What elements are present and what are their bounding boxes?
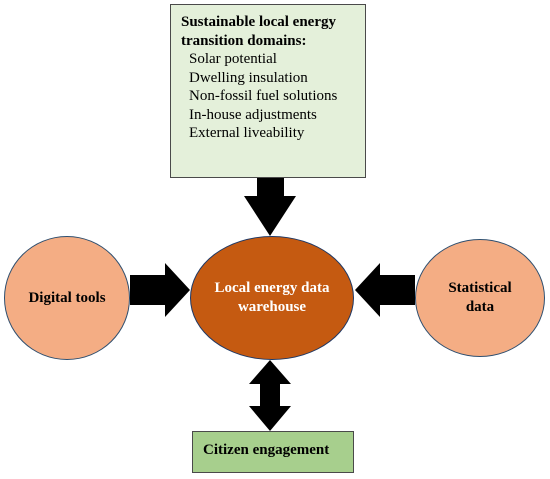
digital-tools-label: Digital tools (28, 289, 106, 306)
arrow-left-from-statistical-data (355, 263, 415, 317)
energy-domains-box: Sustainable local energy transition doma… (170, 4, 366, 178)
statistical-data-node: Statistical data (415, 239, 545, 357)
energy-domains-list: Solar potential Dwelling insulation Non-… (181, 50, 359, 143)
domain-item-non-fossil: Non-fossil fuel solutions (189, 88, 338, 104)
arrow-down-from-domains (244, 178, 296, 236)
domain-item-solar: Solar potential (189, 51, 277, 67)
warehouse-label: Local energy data warehouse (214, 280, 330, 315)
arrow-right-from-digital-tools (130, 263, 190, 317)
digital-tools-node: Digital tools (4, 236, 130, 360)
citizen-engagement-box: Citizen engagement (192, 431, 354, 473)
warehouse-node: Local energy data warehouse (190, 236, 354, 360)
domain-item-liveability: External liveability (189, 125, 305, 141)
citizen-engagement-label: Citizen engagement (203, 442, 330, 458)
energy-domains-title: Sustainable local energy transition doma… (181, 14, 337, 49)
domain-item-in-house: In-house adjustments (189, 106, 317, 123)
statistical-data-label: Statistical data (448, 280, 512, 315)
arrow-bidirectional-citizen (249, 360, 291, 431)
domain-item-insulation: Dwelling insulation (189, 69, 308, 86)
